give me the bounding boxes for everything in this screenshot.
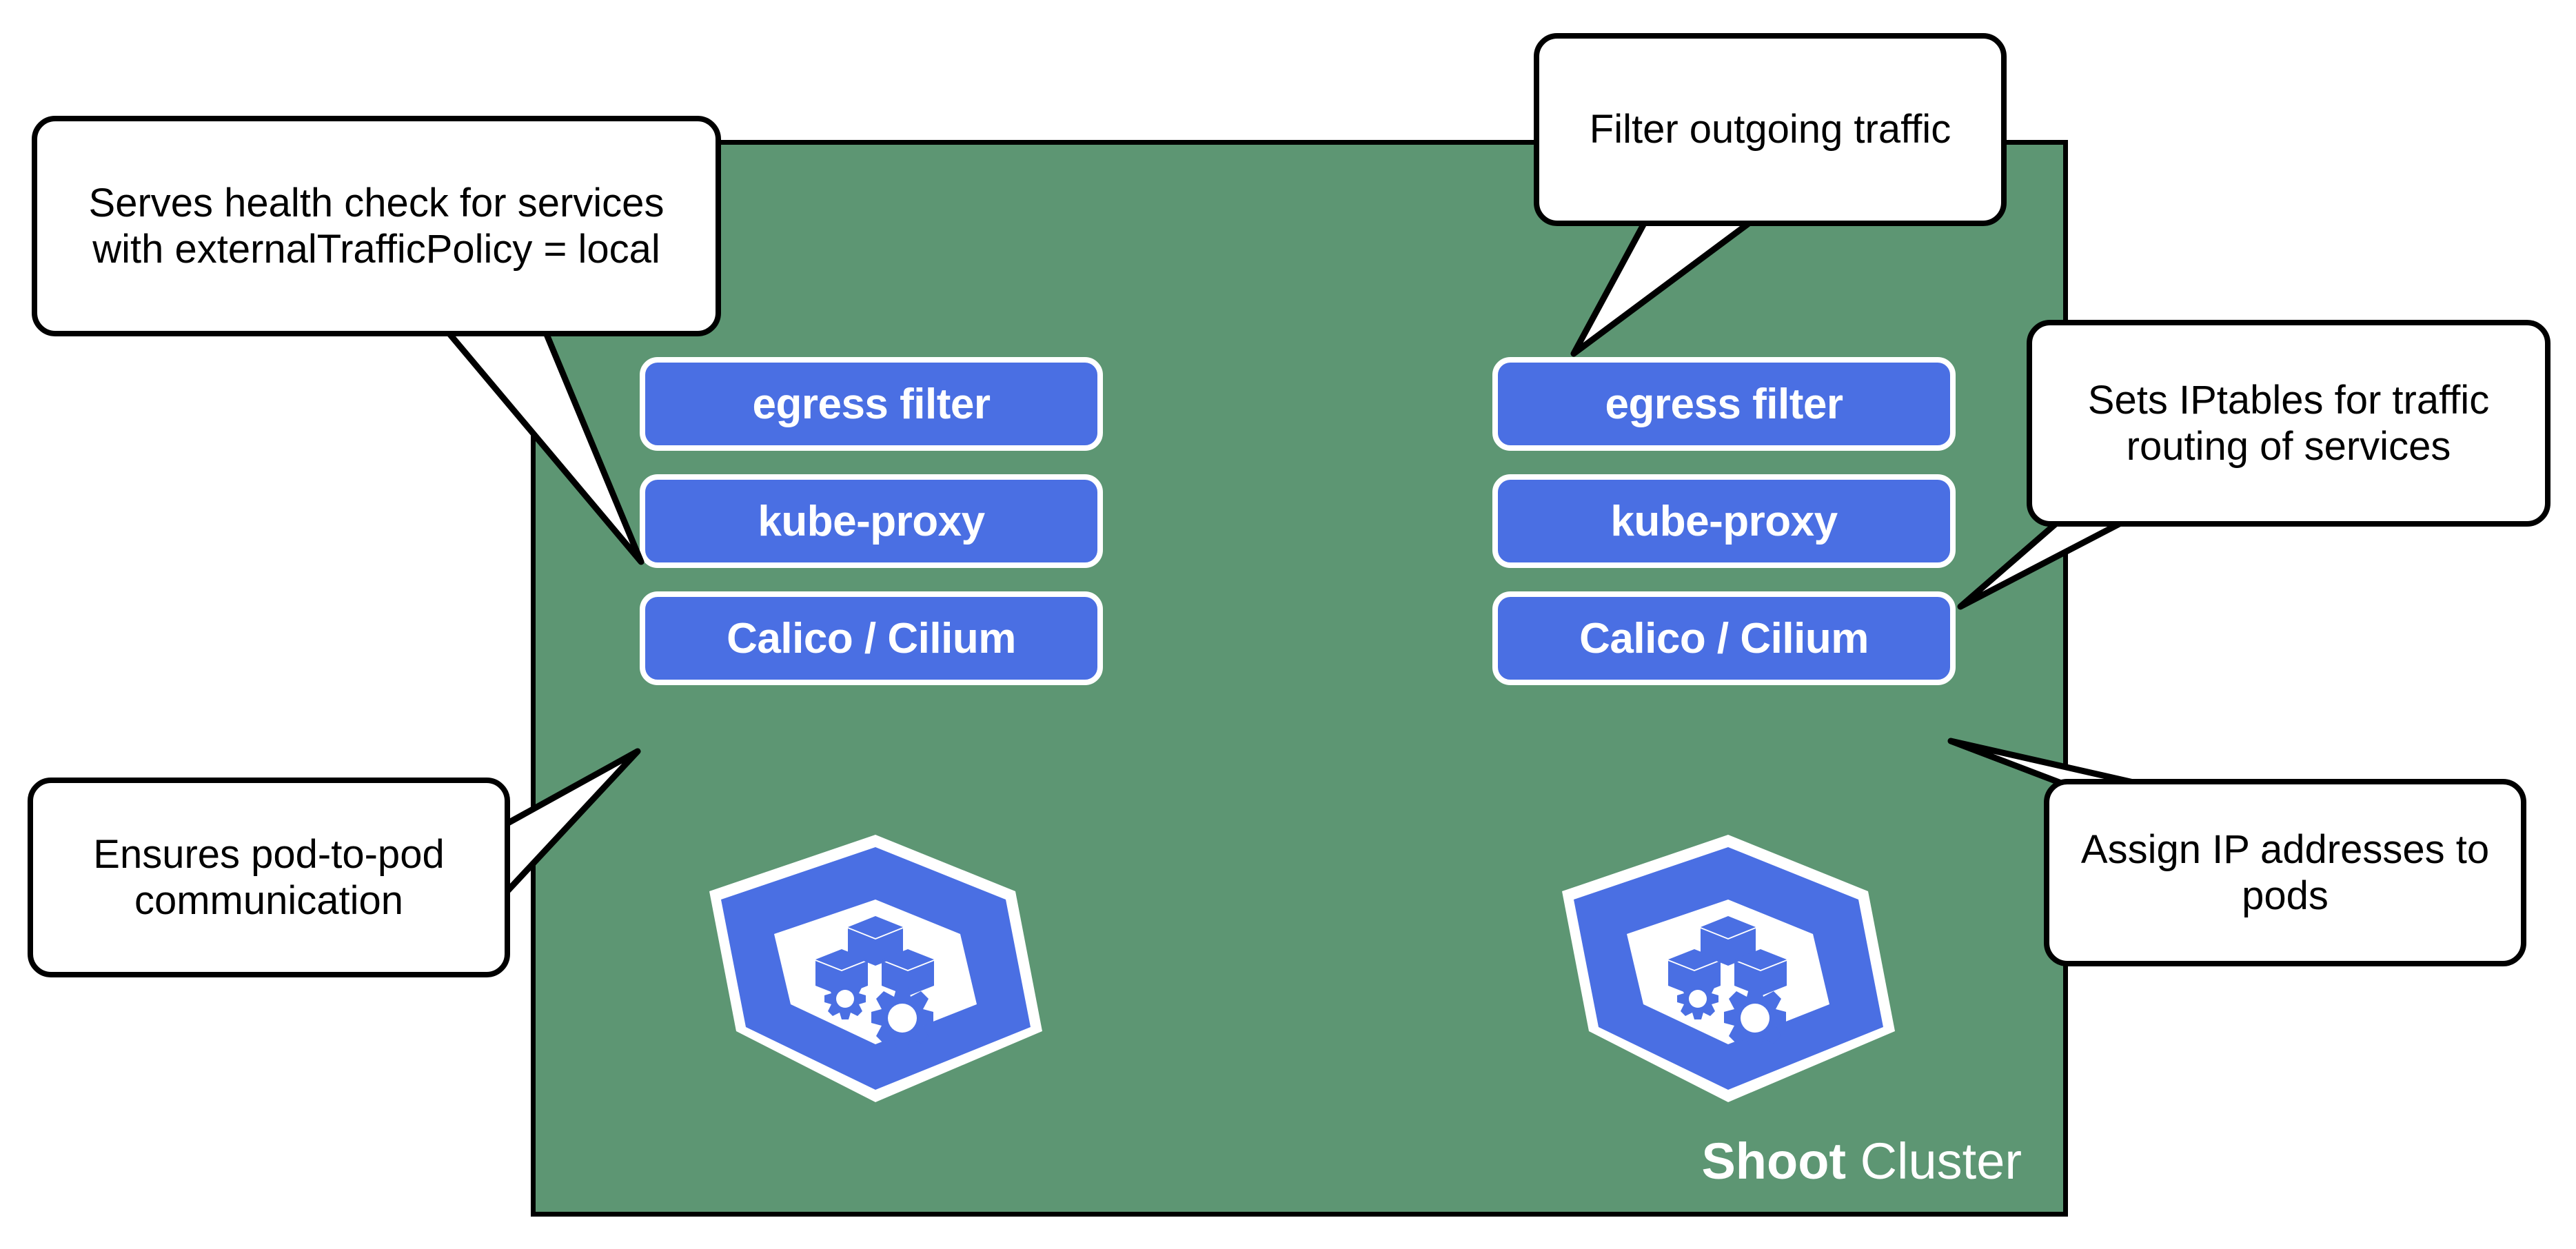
cluster-name-bold: Shoot	[1701, 1133, 1847, 1190]
service-label: kube-proxy	[758, 497, 985, 545]
node-left-services: egress filter kube-proxy Calico / Cilium	[640, 357, 1103, 709]
service-box-egress-filter-left[interactable]: egress filter	[640, 357, 1103, 451]
callout-filter-outgoing-traffic[interactable]: Filter outgoing traffic	[1534, 33, 2007, 226]
service-box-calico-cilium-right[interactable]: Calico / Cilium	[1492, 591, 1956, 685]
kubernetes-node-icon	[707, 831, 1044, 1106]
callout-pod-to-pod-communication[interactable]: Ensures pod-to-pod communication	[28, 778, 510, 977]
callout-assign-ip-addresses[interactable]: Assign IP addresses to pods	[2044, 779, 2526, 966]
callout-text: Ensures pod-to-pod communication	[93, 831, 445, 923]
callout-health-check[interactable]: Serves health check for services with ex…	[32, 116, 721, 336]
callout-text: Assign IP addresses to pods	[2080, 826, 2490, 918]
service-label: kube-proxy	[1610, 497, 1838, 545]
service-box-calico-cilium-left[interactable]: Calico / Cilium	[640, 591, 1103, 685]
shoot-cluster-label: Shoot Cluster	[1701, 1136, 2022, 1187]
node-right-services: egress filter kube-proxy Calico / Cilium	[1492, 357, 1956, 709]
service-box-kube-proxy-left[interactable]: kube-proxy	[640, 474, 1103, 568]
service-label: Calico / Cilium	[1579, 614, 1869, 662]
kubernetes-node-icon	[1559, 831, 1897, 1106]
callout-text: Sets IPtables for traffic routing of ser…	[2087, 377, 2490, 469]
callout-sets-iptables[interactable]: Sets IPtables for traffic routing of ser…	[2027, 320, 2550, 527]
service-box-kube-proxy-right[interactable]: kube-proxy	[1492, 474, 1956, 568]
callout-text: Filter outgoing traffic	[1589, 107, 1951, 152]
callout-text: Serves health check for services with ex…	[88, 180, 665, 272]
service-label: egress filter	[1605, 380, 1843, 428]
service-label: Calico / Cilium	[727, 614, 1016, 662]
service-label: egress filter	[752, 380, 991, 428]
service-box-egress-filter-right[interactable]: egress filter	[1492, 357, 1956, 451]
cluster-name-rest: Cluster	[1846, 1133, 2022, 1190]
